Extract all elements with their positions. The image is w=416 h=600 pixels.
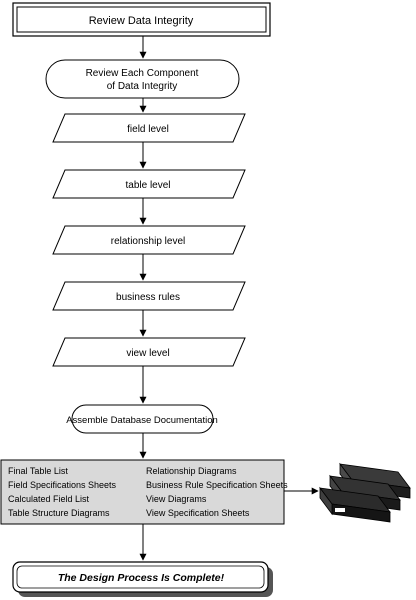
binders-illustration	[319, 462, 411, 523]
document-item: View Specification Sheets	[146, 508, 250, 518]
level-step-view: view level	[52, 337, 246, 367]
binder-front	[319, 486, 391, 523]
document-item: Field Specifications Sheets	[8, 480, 117, 490]
assemble-documentation-terminator: Assemble Database Documentation	[66, 404, 218, 434]
document-item: Calculated Field List	[8, 494, 90, 504]
start-label: Review Data Integrity	[89, 15, 194, 27]
end-label: The Design Process Is Complete!	[58, 572, 225, 584]
level-step-label: view level	[126, 348, 169, 359]
level-step-relationship: relationship level	[52, 225, 246, 255]
level-step-label: table level	[125, 180, 170, 191]
document-item: Relationship Diagrams	[146, 466, 237, 476]
level-step-shape	[52, 113, 246, 143]
document-item: View Diagrams	[146, 494, 207, 504]
level-step-shape	[52, 169, 246, 199]
level-step-label: field level	[127, 124, 169, 135]
review-label-line1: Review Each Component	[86, 68, 199, 79]
level-step-shape	[52, 281, 246, 311]
end-box: The Design Process Is Complete!	[12, 561, 273, 597]
document-item: Final Table List	[8, 466, 68, 476]
start-box: Review Data Integrity	[12, 2, 271, 37]
review-components-terminator: Review Each Component of Data Integrity	[45, 59, 240, 99]
level-step-field: field level	[52, 113, 246, 143]
document-item: Table Structure Diagrams	[8, 508, 110, 518]
connectors	[139, 36, 319, 561]
level-step-shape	[52, 337, 246, 367]
level-step-business: business rules	[52, 281, 246, 311]
level-step-shape	[52, 225, 246, 255]
assemble-label: Assemble Database Documentation	[66, 415, 218, 426]
level-steps: field level table level relationship level…	[52, 113, 246, 367]
document-item: Business Rule Specification Sheets	[146, 480, 288, 490]
review-label-line2: of Data Integrity	[107, 81, 178, 92]
level-step-label: relationship level	[111, 236, 186, 247]
level-step-label: business rules	[116, 292, 180, 303]
level-step-table: table level	[52, 169, 246, 199]
